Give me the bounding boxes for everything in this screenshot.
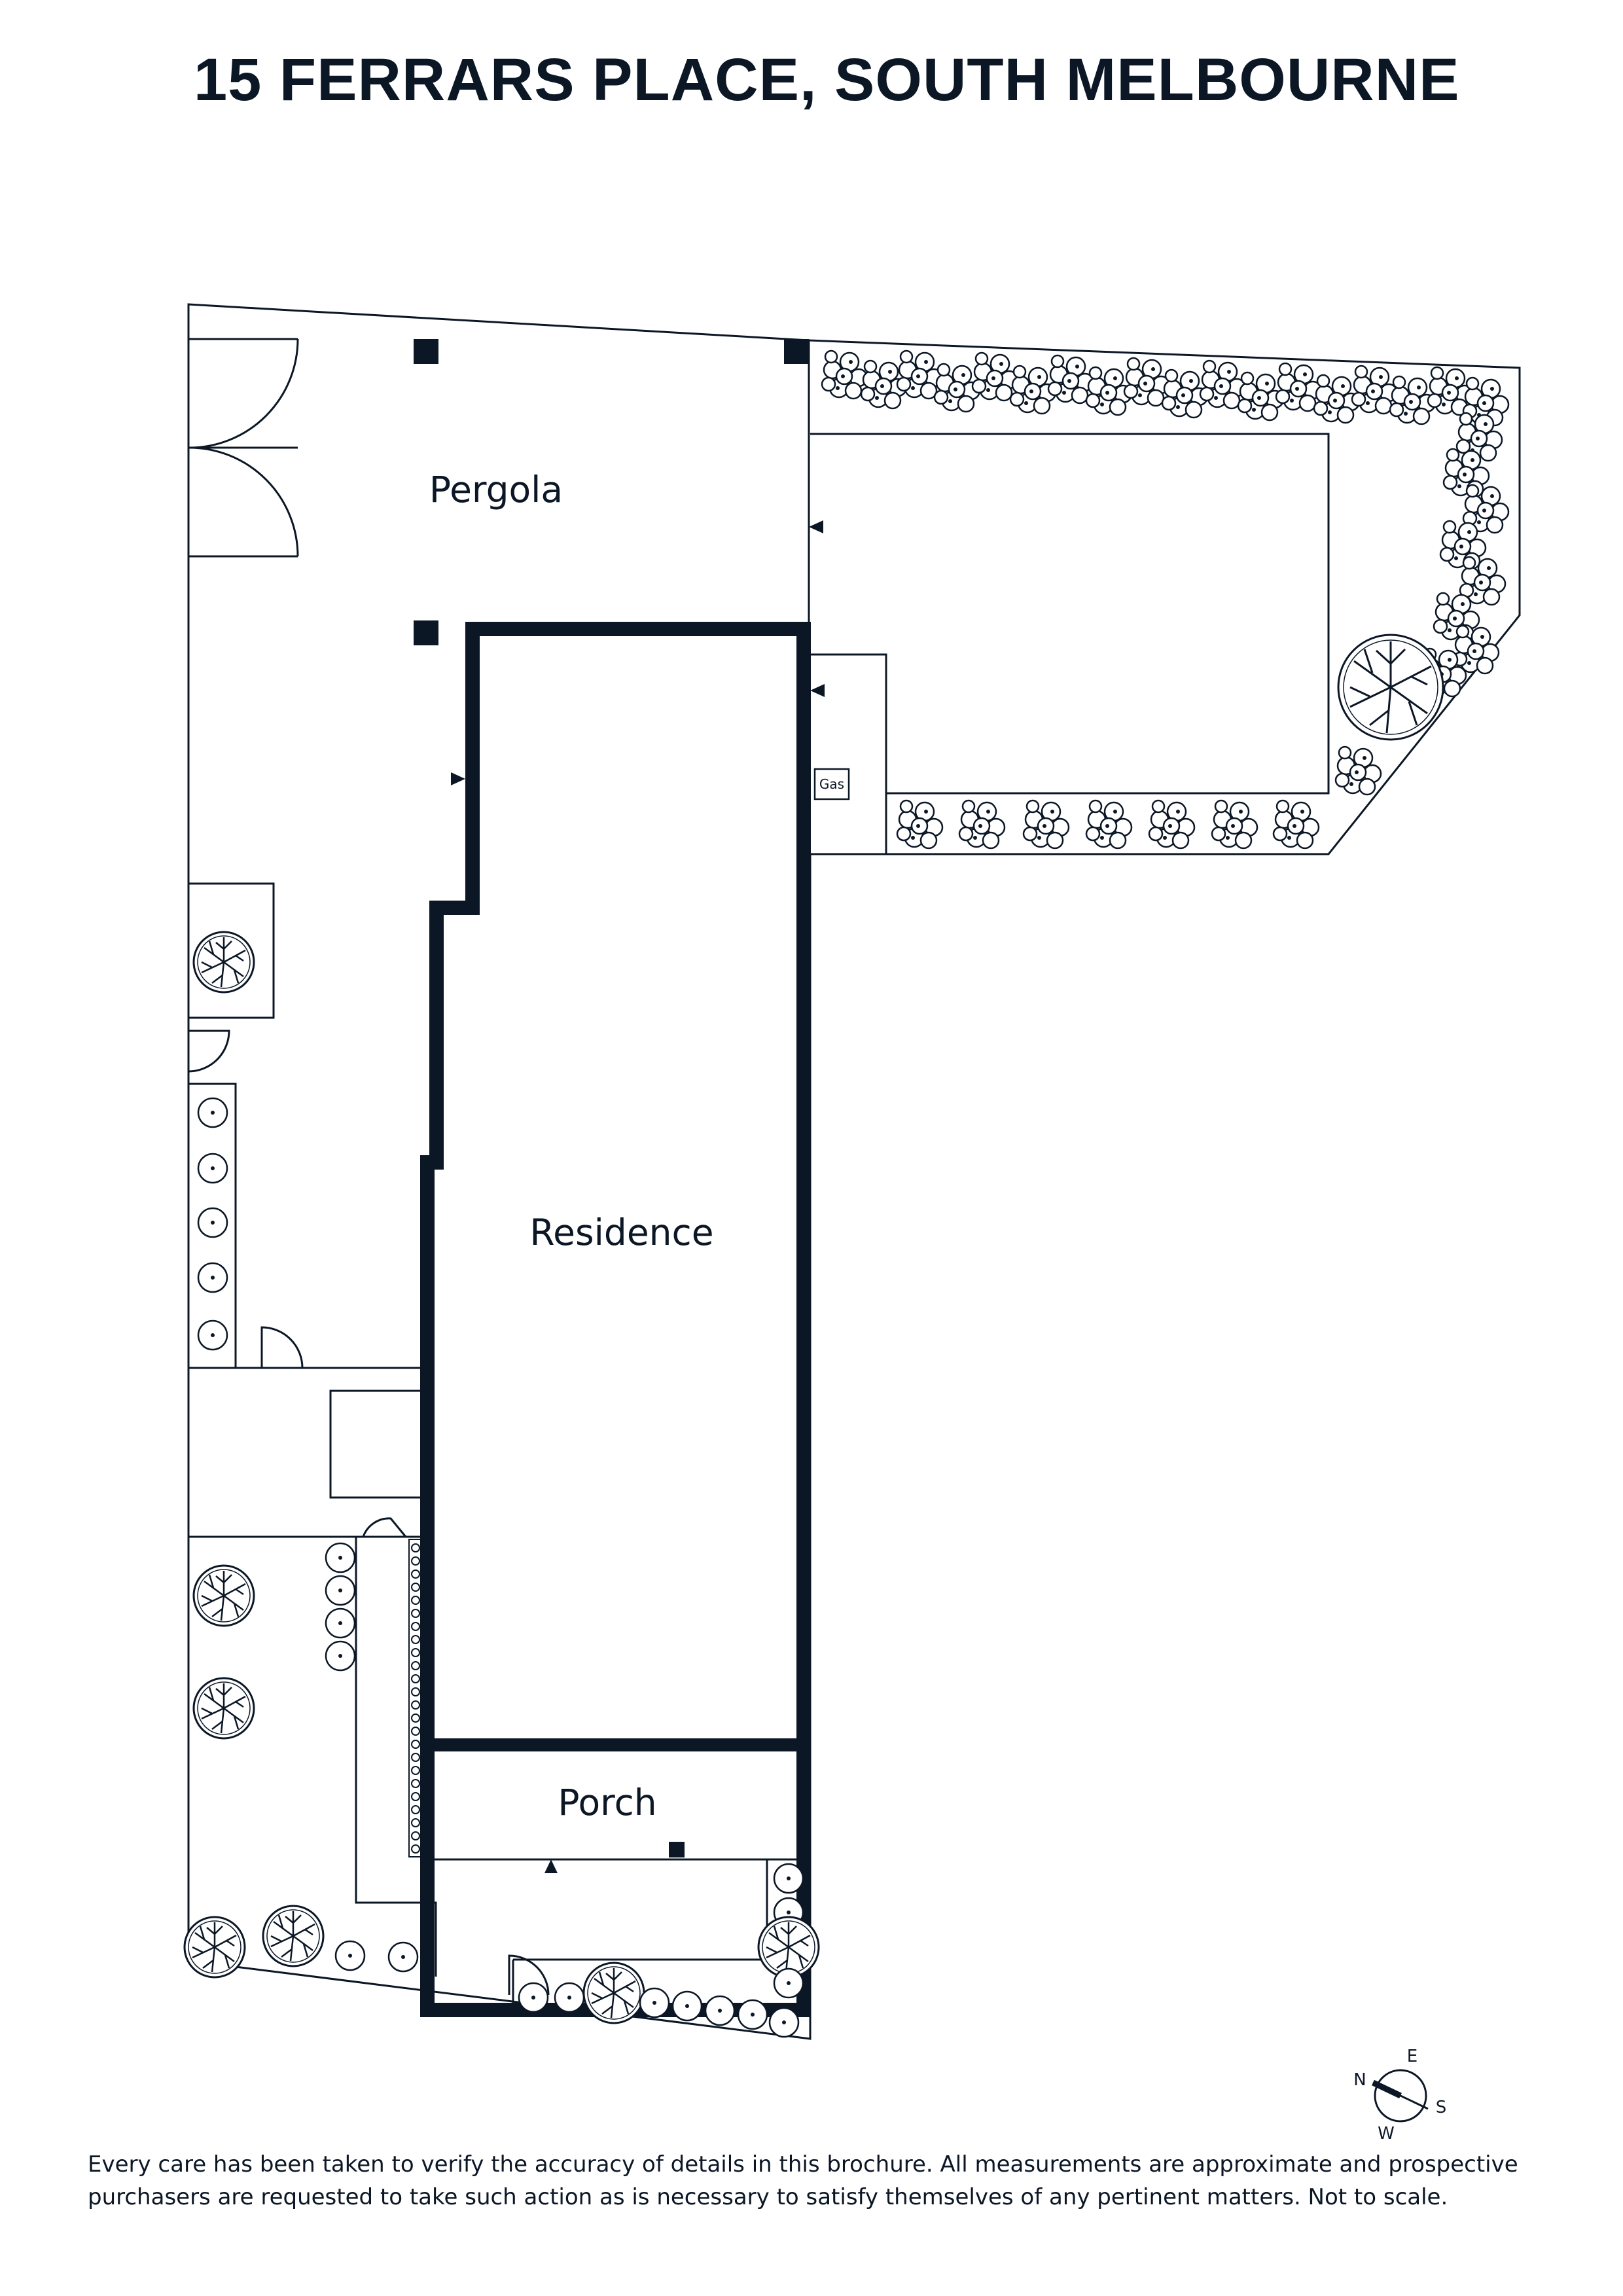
compass-west: W [1378, 2124, 1395, 2144]
tree [192, 1677, 255, 1740]
compass-south: S [1436, 2098, 1447, 2117]
pergola-post [784, 339, 809, 364]
pergola-area: Pergola [414, 339, 823, 645]
tree [192, 931, 255, 994]
pergola-label: Pergola [429, 469, 563, 511]
disclaimer-text: Every care has been taken to verify the … [88, 2151, 1518, 2210]
compass-north: N [1353, 2070, 1366, 2090]
compass: N E S W [1353, 2047, 1446, 2144]
entry-arrow [544, 1859, 558, 1873]
porch-post [669, 1842, 685, 1857]
porch-label: Porch [558, 1782, 656, 1823]
gas-meter: Gas [813, 768, 850, 800]
front-hedge [518, 1962, 800, 2038]
residence-wall [420, 622, 811, 2017]
site-boundary [187, 303, 1521, 2040]
front-garden-plants [183, 1905, 419, 1979]
shrub-column-left [197, 1097, 228, 1351]
pergola-post [414, 620, 438, 645]
pebble-strip [408, 1539, 423, 1857]
gas-label: Gas [819, 776, 844, 792]
double-gate [188, 338, 299, 558]
tree [1337, 634, 1444, 741]
side-alcove [810, 653, 887, 854]
rear-garden [810, 433, 1330, 795]
hedge-row-right [1419, 412, 1510, 698]
side-path [187, 882, 768, 2009]
residence-label: Residence [529, 1211, 713, 1253]
shrub [1334, 745, 1382, 796]
hedge-row-top [821, 350, 1510, 427]
compass-east: E [1407, 2047, 1418, 2066]
page-title: 15 FERRARS PLACE, SOUTH MELBOURNE [194, 46, 1460, 113]
entry-arrow [809, 520, 823, 533]
shrub-column-front [325, 1542, 356, 1672]
pergola-post [414, 339, 438, 364]
tree [192, 1564, 255, 1627]
entry-arrow [451, 772, 465, 785]
hedge-row-bottom [896, 799, 1320, 850]
